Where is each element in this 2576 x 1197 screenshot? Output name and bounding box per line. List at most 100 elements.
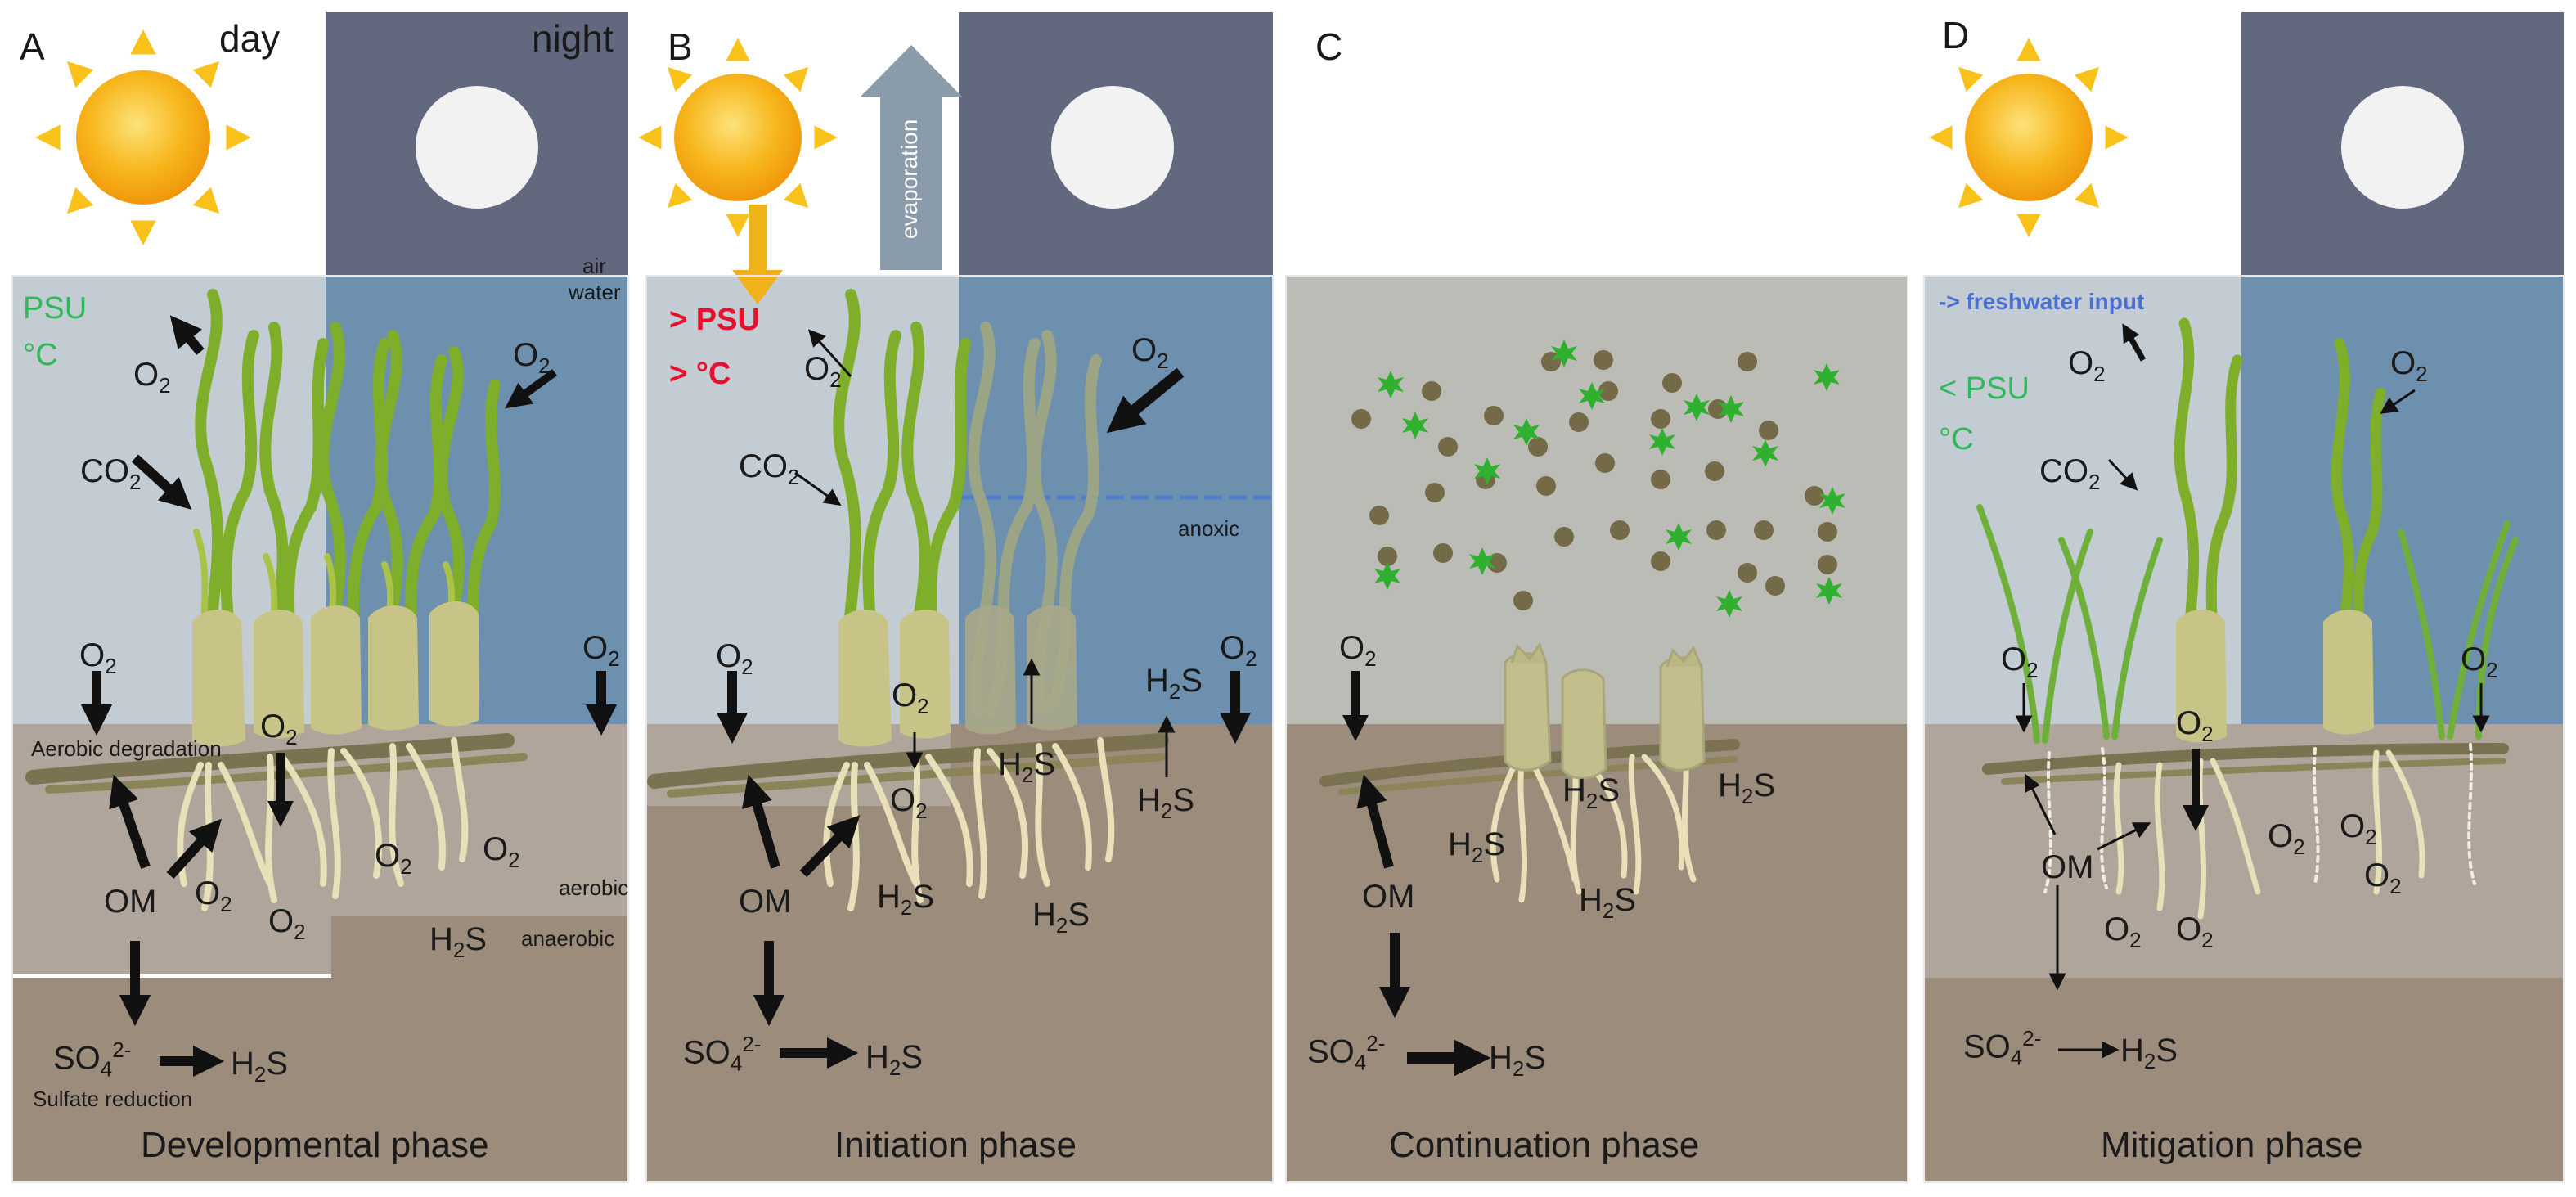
o2-label: O2 <box>483 831 520 872</box>
co2-label: CO2 <box>739 448 800 489</box>
phase-title-c: Continuation phase <box>1389 1125 1700 1165</box>
o2-label: O2 <box>2104 911 2142 952</box>
panel-c-water <box>1286 276 1908 724</box>
o2-label: O2 <box>2268 818 2305 859</box>
seagrass-shoots-panel-d <box>1976 317 2519 744</box>
h2s-label: H2S <box>1718 767 1776 808</box>
co2-label: CO2 <box>2039 453 2101 494</box>
o2-label: O2 <box>716 638 753 679</box>
o2-label: O2 <box>2390 345 2428 386</box>
h2s-label: H2S <box>998 746 1056 787</box>
sun-icon <box>29 24 257 251</box>
panel-letter-c: C <box>1315 25 1343 68</box>
panel-a-sediment-anaerobic <box>12 916 628 1182</box>
h2s-label: H2S <box>1032 897 1090 938</box>
seagrass-shoots-panel-a <box>192 289 501 747</box>
h2s-label: H2S <box>877 879 935 920</box>
flux-arrows-panel-a <box>80 315 618 1078</box>
night-label: night <box>532 17 614 60</box>
sulfate-label: SO42- <box>53 1037 132 1082</box>
seagrass-stubs-panel-c <box>1504 641 1706 780</box>
o2-label: O2 <box>513 337 551 378</box>
temperature-label: °C <box>23 338 58 372</box>
o2-label: O2 <box>268 903 306 944</box>
psu-label: PSU <box>23 291 88 326</box>
h2s-label: H2S <box>2120 1033 2178 1073</box>
water-label: water <box>569 280 621 304</box>
h2s-label: H2S <box>1489 1040 1547 1081</box>
panel-letter-d: D <box>1942 14 1970 56</box>
aerobic-degradation-label: Aerobic degradation <box>31 736 222 761</box>
om-label: OM <box>1362 879 1415 915</box>
panel-c-sediment <box>1286 724 1908 1182</box>
freshwater-input-label: -> freshwater input <box>1939 289 2145 314</box>
panel-letter-a: A <box>20 25 45 68</box>
o2-label: O2 <box>195 875 232 916</box>
h2s-label: H2S <box>429 921 488 962</box>
heat-input-arrow <box>732 205 783 304</box>
om-label: OM <box>2041 849 2094 885</box>
o2-label: O2 <box>79 637 117 678</box>
co2-label: CO2 <box>80 453 142 494</box>
o2-label: O2 <box>2176 911 2214 952</box>
o2-label: O2 <box>890 782 928 823</box>
h2s-label: H2S <box>1137 782 1195 823</box>
o2-label: O2 <box>2001 641 2039 682</box>
decreased-psu-label: < PSU <box>1939 371 2030 406</box>
phase-title-a: Developmental phase <box>141 1125 489 1165</box>
flux-arrows-panel-b <box>716 329 1252 1069</box>
anaerobic-label: anaerobic <box>521 926 615 951</box>
phase-title-b: Initiation phase <box>834 1125 1077 1165</box>
om-label: OM <box>739 884 792 920</box>
flux-arrows-panel-c <box>1342 671 1491 1077</box>
organic-particles-panel-c <box>1351 350 1837 610</box>
h2s-label: H2S <box>865 1039 924 1080</box>
sulfate-label: SO42- <box>683 1032 762 1076</box>
h2s-label: H2S <box>1145 663 1203 704</box>
rhizome-roots-panel-d <box>1982 743 2509 920</box>
increased-temperature-label: > °C <box>669 357 731 391</box>
o2-label: O2 <box>1339 630 1377 671</box>
o2-label: O2 <box>2461 641 2498 682</box>
moon-icon <box>1051 86 1174 209</box>
panel-letter-b: B <box>668 25 693 68</box>
day-label: day <box>219 17 281 60</box>
o2-label: O2 <box>582 630 620 671</box>
microalgae-panel-c <box>1374 340 1845 618</box>
h2s-label: H2S <box>1562 772 1621 813</box>
o2-label: O2 <box>133 357 171 398</box>
air-label: air <box>582 254 606 278</box>
h2s-label: H2S <box>1579 882 1637 923</box>
sulfate-label: SO42- <box>1963 1026 2042 1070</box>
o2-label: O2 <box>2068 345 2106 386</box>
o2-label: O2 <box>1131 332 1169 373</box>
o2-label: O2 <box>260 709 298 749</box>
om-label: OM <box>104 884 157 920</box>
evaporation-label: evaporation <box>897 119 922 239</box>
panel-d-water-night <box>2241 276 2564 724</box>
moon-icon <box>416 86 538 209</box>
o2-label: O2 <box>2176 705 2214 746</box>
o2-label: O2 <box>1220 630 1257 671</box>
increased-psu-label: > PSU <box>669 303 760 337</box>
o2-label: O2 <box>892 677 929 718</box>
panel-d-sediment-anaerobic <box>1924 978 2564 1182</box>
flux-arrows-panel-d <box>2015 323 2490 1059</box>
o2-label: O2 <box>804 351 842 392</box>
o2-label: O2 <box>375 838 412 879</box>
o2-label: O2 <box>2364 857 2402 898</box>
temperature-label: °C <box>1939 422 1974 457</box>
o2-label: O2 <box>2340 808 2377 849</box>
anoxic-label: anoxic <box>1178 516 1240 541</box>
h2s-label: H2S <box>231 1046 289 1087</box>
moon-icon <box>2341 86 2464 209</box>
evaporation-arrow <box>861 45 962 270</box>
aerobic-label: aerobic <box>559 875 629 900</box>
sulfate-reduction-label: Sulfate reduction <box>33 1087 193 1111</box>
rhizome-roots-panel-b <box>647 733 1169 911</box>
phase-title-d: Mitigation phase <box>2101 1125 2363 1165</box>
sun-icon <box>632 32 843 243</box>
sun-icon <box>1923 32 2134 243</box>
h2s-label: H2S <box>1448 826 1506 867</box>
